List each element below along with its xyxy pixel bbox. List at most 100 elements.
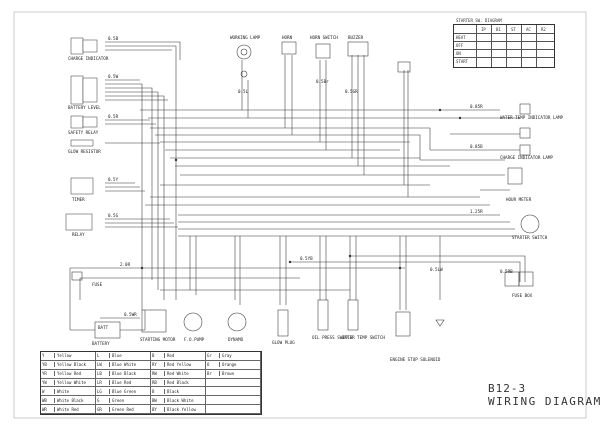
legend-color-name: Yellow White bbox=[57, 379, 86, 385]
table-row-label: OFF bbox=[456, 43, 464, 48]
legend-color-name: Green Red bbox=[112, 406, 134, 412]
diagram-title: WIRING DIAGRAM bbox=[488, 395, 600, 408]
table-divider bbox=[536, 25, 537, 67]
table-divider bbox=[476, 25, 477, 67]
legend-code: LG bbox=[97, 388, 110, 394]
table-header: AC bbox=[526, 27, 531, 32]
legend-entry bbox=[206, 387, 261, 397]
label-battery: BATTERY bbox=[92, 341, 110, 346]
label-fuse-box: FUSE BOX bbox=[512, 293, 533, 298]
legend-code: WR bbox=[42, 406, 55, 412]
wire-tag: 0.5RB bbox=[500, 269, 513, 274]
label-fuse: FUSE bbox=[92, 282, 103, 287]
sheet-frame bbox=[13, 11, 587, 419]
label-charge-lamp: CHARGE INDICATOR LAMP bbox=[500, 155, 553, 160]
table-divider bbox=[521, 25, 522, 67]
legend-color-name: White Red bbox=[57, 406, 79, 412]
legend-code: WB bbox=[42, 397, 55, 403]
wire-tag: 0.5L bbox=[238, 89, 249, 94]
bottom-components bbox=[71, 271, 445, 339]
starter-switch-table-caption: STARTER SW. DIAGRAM bbox=[456, 18, 502, 23]
wire-harness bbox=[69, 41, 526, 331]
table-row-label: HEAT bbox=[456, 35, 466, 40]
legend-code: RY bbox=[152, 362, 165, 368]
table-header: ST bbox=[511, 27, 516, 32]
wire-tag: 0.85R bbox=[470, 104, 483, 109]
top-components bbox=[236, 41, 411, 78]
label-fuel-pump: F.O.PUMP bbox=[184, 337, 205, 342]
table-divider bbox=[506, 25, 507, 67]
legend-color-name: Brown bbox=[222, 371, 235, 377]
wire-tag: 0.5B bbox=[108, 36, 119, 41]
legend-color-name: Yellow Black bbox=[57, 362, 86, 368]
legend-color-name: Black Yellow bbox=[167, 406, 196, 412]
right-components bbox=[504, 103, 540, 287]
label-safety-relay: SAFETY RELAY bbox=[68, 130, 99, 135]
label-horn: HORN bbox=[282, 35, 293, 40]
legend-code: Y bbox=[42, 353, 55, 359]
table-row-label: START bbox=[456, 59, 469, 64]
legend-color-name: Red bbox=[167, 353, 175, 359]
legend-code: Br bbox=[207, 371, 220, 377]
diagram-id: B12-3 bbox=[488, 382, 527, 395]
legend-code: L bbox=[97, 353, 110, 359]
label-glow-resistor: GLOW RESISTOR bbox=[68, 149, 101, 154]
label-horn-switch: HORN SWITCH bbox=[310, 35, 338, 40]
label-battery-symbol: BATT bbox=[98, 325, 109, 330]
legend-code: B bbox=[152, 388, 165, 394]
wire-tag: 0.85B bbox=[470, 144, 483, 149]
wire-tag: 2.0R bbox=[120, 262, 131, 267]
legend-color-name: Black White bbox=[167, 397, 194, 403]
legend-code: RW bbox=[152, 371, 165, 377]
label-working-lamp: WORKING LAMP bbox=[230, 35, 261, 40]
wire-tag: 0.5YB bbox=[300, 256, 313, 261]
label-battery-level: BATTERY LEVEL bbox=[68, 105, 101, 110]
wire-tag: 0.5R bbox=[108, 114, 119, 119]
table-divider bbox=[491, 25, 492, 67]
legend-color-name: Green bbox=[112, 397, 125, 403]
legend-code: W bbox=[42, 388, 55, 394]
wire-tag: 0.5G bbox=[108, 213, 119, 218]
legend-entry bbox=[206, 396, 261, 406]
legend-code: YR bbox=[42, 371, 55, 377]
wire-tag: 0.5Y bbox=[108, 177, 119, 182]
wire-tag: 0.5W bbox=[108, 74, 119, 79]
legend-color-name: White bbox=[57, 388, 70, 394]
legend-code: BY bbox=[152, 406, 165, 412]
label-starting-motor: STARTING MOTOR bbox=[140, 337, 176, 342]
legend-code: LR bbox=[97, 379, 110, 385]
legend-color-name: Red Yellow bbox=[167, 362, 192, 368]
legend-code: BW bbox=[152, 397, 165, 403]
label-dynamo: DYNAMO bbox=[228, 337, 244, 342]
legend-code: YW bbox=[42, 379, 55, 385]
wire-tag: 0.5Br bbox=[316, 79, 329, 84]
table-row: START bbox=[454, 57, 554, 65]
table-row: HEAT bbox=[454, 33, 554, 42]
legend-color-name: Blue Red bbox=[112, 379, 132, 385]
label-charge-indicator: CHARGE INDICATOR bbox=[68, 56, 109, 61]
legend-code: O bbox=[207, 362, 220, 368]
legend-color-name: Gray bbox=[222, 353, 232, 359]
label-water-temp-switch: WATER TEMP SWITCH bbox=[342, 335, 385, 340]
table-header-row bbox=[454, 25, 554, 34]
legend-code: B bbox=[152, 353, 165, 359]
label-starter-switch: STARTER SWITCH bbox=[512, 235, 548, 240]
wire-tag: 0.5WR bbox=[124, 312, 137, 317]
legend-code: RB bbox=[152, 379, 165, 385]
